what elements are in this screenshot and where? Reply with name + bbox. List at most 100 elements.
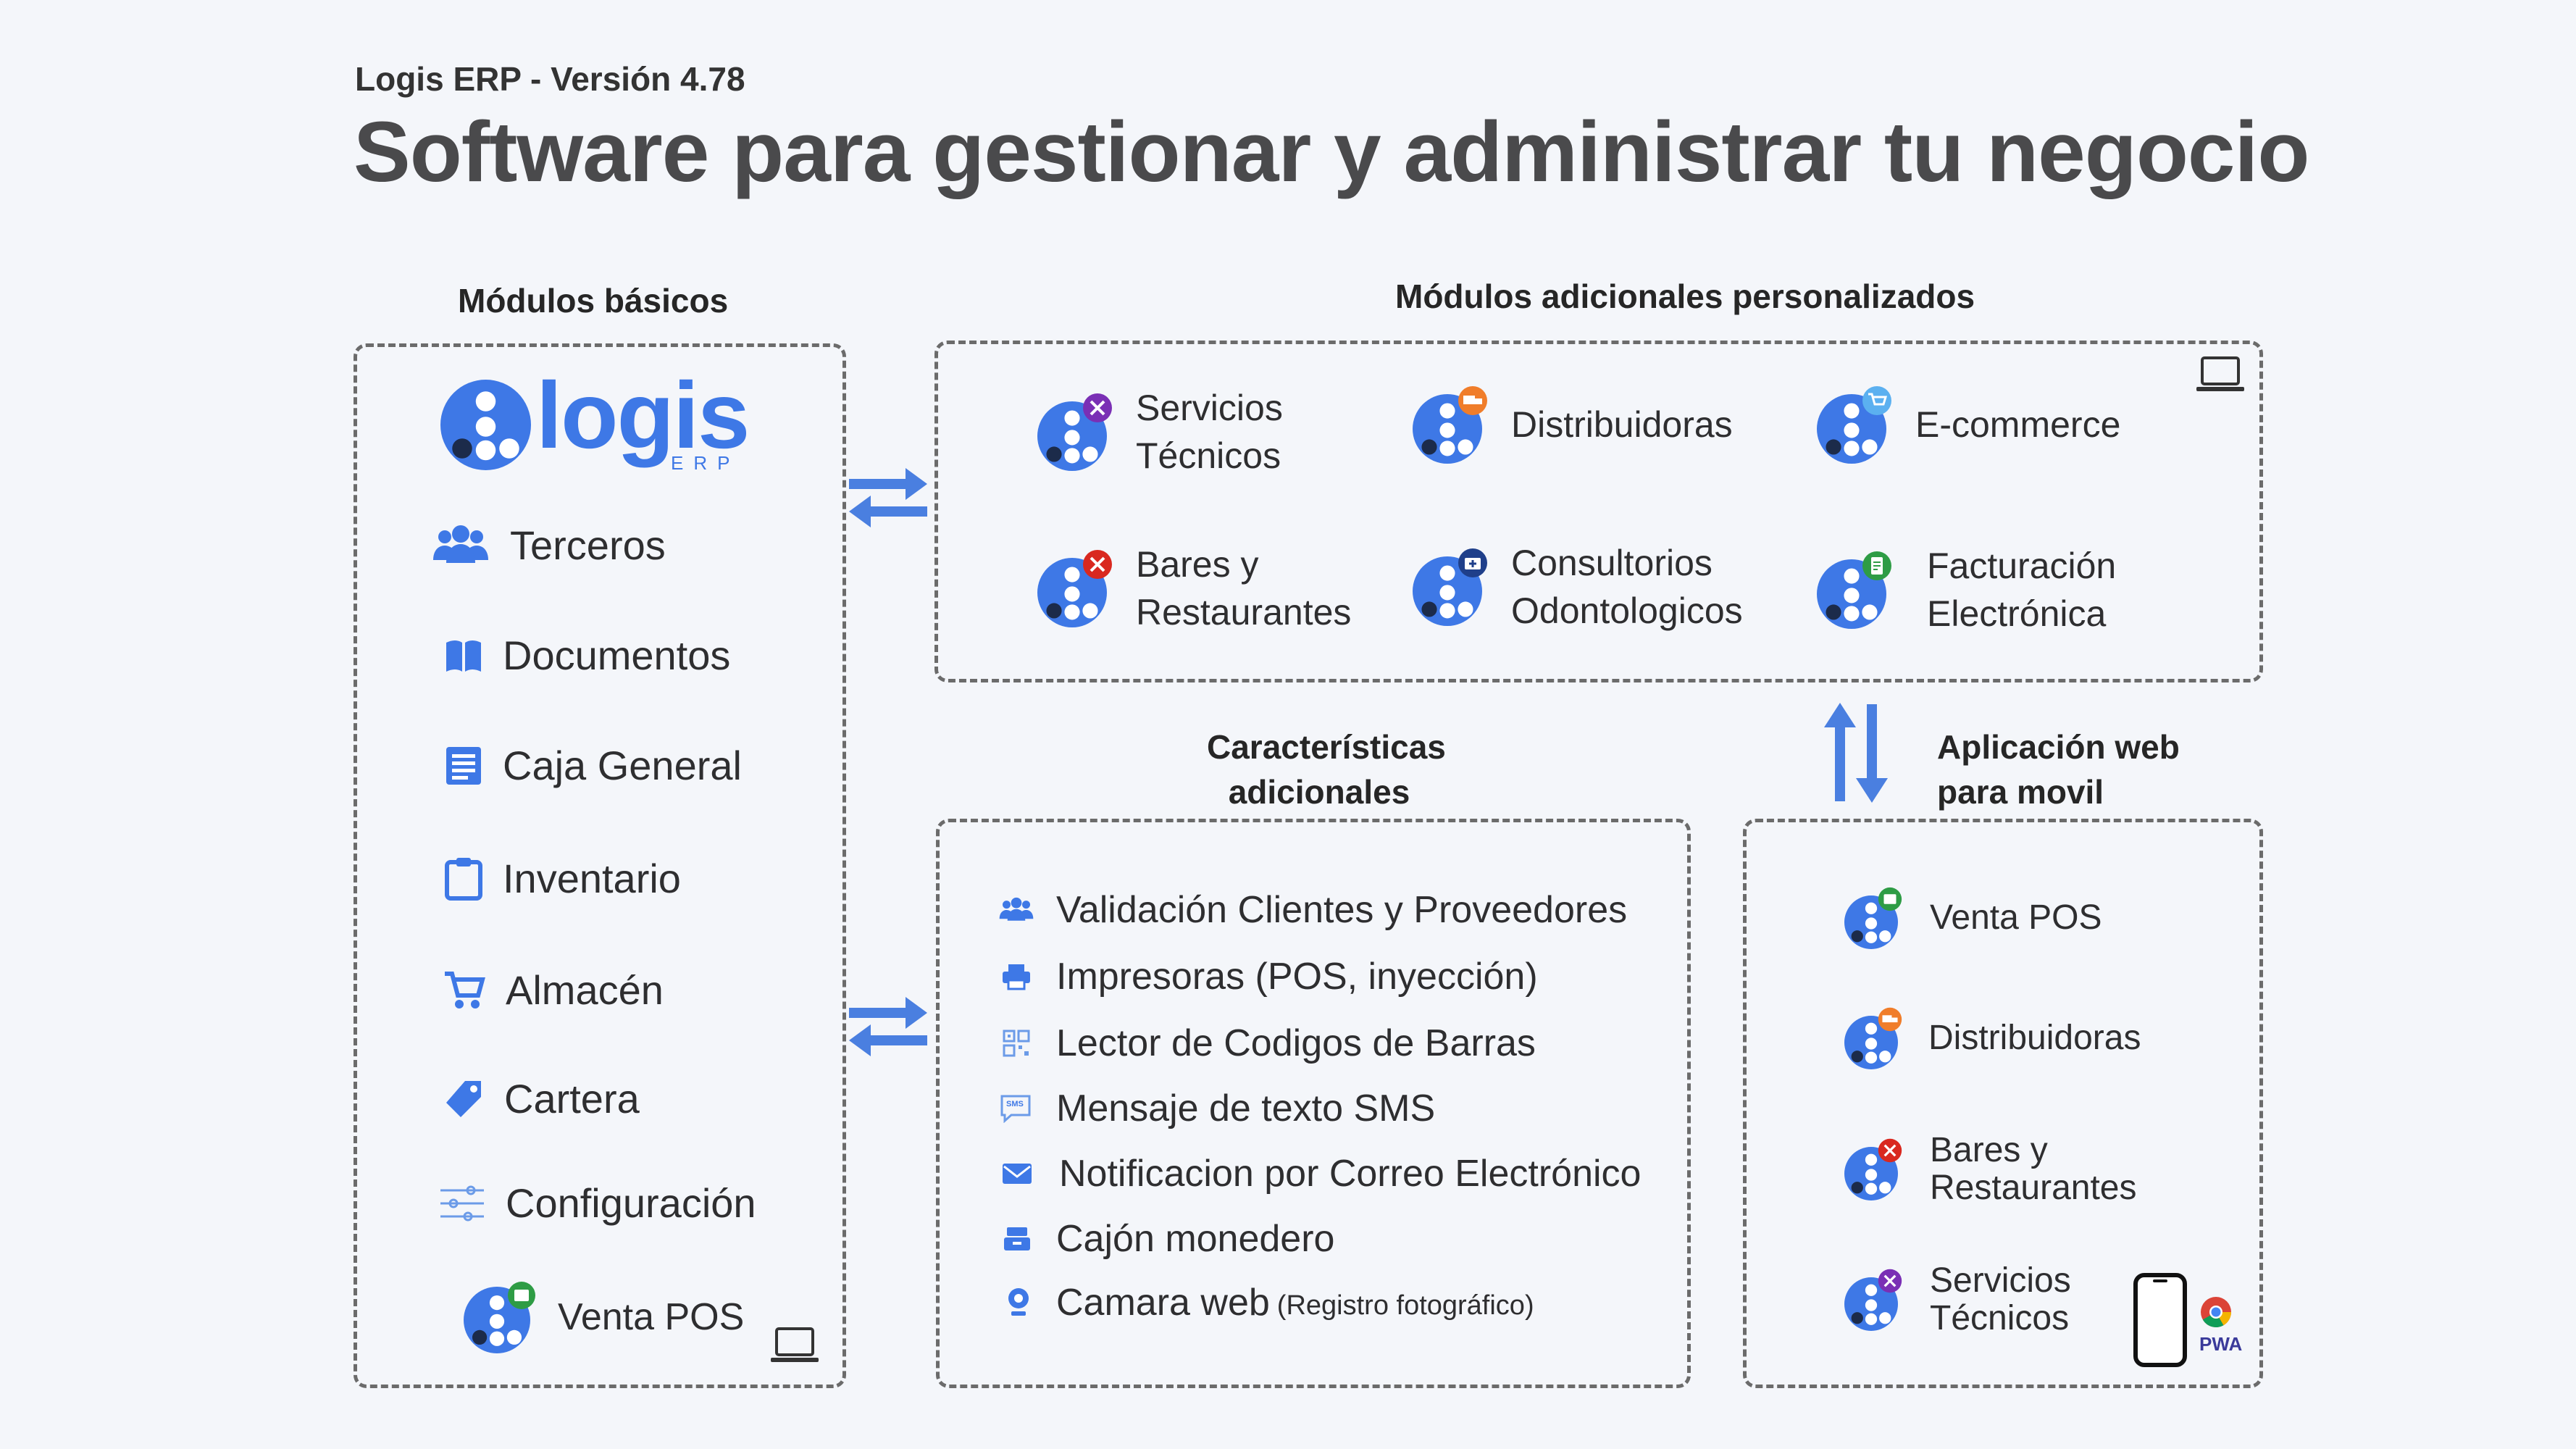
laptop-icon — [771, 1327, 819, 1362]
feature-label: Validación Clientes y Proveedores — [1056, 889, 1628, 931]
feature-label: Notificacion por Correo Electrónico — [1059, 1153, 1642, 1195]
basic-item-almacen[interactable]: Almacén — [443, 966, 664, 1014]
feature-label: Cajón monedero — [1056, 1218, 1335, 1260]
pos-badge-icon — [1878, 887, 1902, 911]
shop-cart-icon — [1862, 386, 1891, 415]
feature-sms[interactable]: SMS Mensaje de texto SMS — [1000, 1087, 1435, 1130]
basic-item-cartera[interactable]: Cartera — [443, 1075, 640, 1122]
cutlery-icon — [1083, 550, 1112, 579]
printer-icon — [1003, 964, 1030, 990]
logis-module-icon — [1844, 1006, 1904, 1071]
sms-icon: SMS — [1000, 1094, 1032, 1123]
mobile-heading-line1: Aplicación web — [1937, 728, 2180, 766]
pwa-label: PWA — [2199, 1333, 2243, 1355]
qr-code-icon — [1003, 1030, 1030, 1057]
logis-logo: logis ERP — [440, 362, 750, 477]
module-line1: Distribuidoras — [1511, 404, 1733, 445]
sms-icon-text: SMS — [1006, 1100, 1024, 1108]
basic-item-label: Inventario — [503, 856, 681, 901]
cutlery-icon — [1878, 1138, 1902, 1163]
basic-item-venta-pos[interactable]: Venta POS — [464, 1281, 744, 1353]
logo-erp: ERP — [671, 452, 740, 474]
logis-module-icon — [1844, 1267, 1904, 1332]
logis-pos-icon — [464, 1281, 536, 1353]
basic-modules-heading: Módulos básicos — [458, 282, 729, 320]
basic-item-label: Cartera — [504, 1076, 640, 1122]
list-icon — [446, 746, 481, 785]
logo-word: logis — [536, 362, 750, 468]
book-icon — [446, 640, 481, 672]
feature-cajon[interactable]: Cajón monedero — [1003, 1217, 1334, 1261]
cash-drawer-icon — [1004, 1227, 1030, 1250]
logis-module-icon — [1844, 885, 1904, 951]
additional-modules-heading: Módulos adicionales personalizados — [1395, 277, 1975, 315]
basic-modules-box — [354, 343, 846, 1388]
module-line1: Facturación — [1927, 546, 2117, 586]
medical-kit-icon — [1458, 548, 1487, 577]
module-line1: Servicios — [1136, 388, 1283, 428]
basic-item-label: Venta POS — [558, 1296, 745, 1338]
basic-item-terceros[interactable]: Terceros — [429, 522, 666, 569]
feature-impresoras[interactable]: Impresoras (POS, inyección) — [1001, 955, 1538, 998]
basic-item-inventario[interactable]: Inventario — [443, 855, 681, 902]
module-line2: Electrónica — [1927, 593, 2107, 634]
features-heading-line1: Características — [1207, 728, 1446, 766]
mobile-line2: Restaurantes — [1930, 1169, 2137, 1207]
feature-camara[interactable]: Camara web (Registro fotográfico) — [1005, 1281, 1534, 1324]
cart-icon — [445, 971, 485, 1009]
webcam-icon — [1008, 1288, 1029, 1316]
mobile-heading: Aplicación web para movil — [1937, 724, 2180, 814]
version-subtitle: Logis ERP - Versión 4.78 — [355, 60, 745, 98]
module-line2: Odontologicos — [1511, 590, 1743, 631]
tools-icon — [1083, 393, 1112, 422]
module-line2: Técnicos — [1136, 435, 1281, 476]
feature-label: Mensaje de texto SMS — [1056, 1087, 1436, 1129]
feature-validacion[interactable]: Validación Clientes y Proveedores — [997, 888, 1627, 932]
basic-item-caja-general[interactable]: Caja General — [443, 742, 742, 789]
feature-label: Impresoras (POS, inyección) — [1056, 956, 1538, 998]
smartphone-icon — [2133, 1273, 2187, 1367]
feature-label: Lector de Codigos de Barras — [1056, 1022, 1536, 1064]
page-title: Software para gestionar y administrar tu… — [354, 104, 2309, 200]
feature-lector-codigos[interactable]: Lector de Codigos de Barras — [1003, 1022, 1536, 1065]
laptop-icon — [2196, 356, 2244, 391]
module-line1: Consultorios — [1511, 543, 1713, 583]
module-distribuidoras[interactable]: Distribuidoras — [1413, 384, 1733, 465]
exchange-arrows-icon — [849, 468, 927, 527]
basic-item-label: Documentos — [503, 632, 731, 678]
basic-item-configuracion[interactable]: Configuración — [439, 1179, 756, 1227]
sliders-icon — [440, 1185, 484, 1221]
feature-correo[interactable]: Notificacion por Correo Electrónico — [1001, 1152, 1641, 1195]
invoice-icon — [1862, 551, 1891, 580]
features-box — [936, 819, 1691, 1388]
features-heading: Características adicionales — [1207, 724, 1446, 814]
mobile-item-venta-pos[interactable]: Venta POS — [1844, 885, 2102, 951]
logis-module-icon — [1413, 384, 1491, 465]
logis-module-icon — [1413, 546, 1491, 627]
truck-icon — [1878, 1007, 1902, 1032]
additional-modules-box — [934, 341, 2263, 682]
logis-module-icon — [1037, 548, 1116, 629]
module-ecommerce[interactable]: E-commerce — [1817, 384, 2120, 465]
mobile-line1: Distribuidoras — [1928, 1019, 2141, 1057]
exchange-arrows-icon — [849, 997, 927, 1056]
chrome-icon — [2201, 1297, 2231, 1328]
logis-module-icon — [1817, 384, 1895, 465]
mobile-line1: Venta POS — [1930, 898, 2102, 937]
truck-icon — [1458, 386, 1487, 415]
features-heading-line2: adicionales — [1228, 773, 1410, 811]
module-line2: Restaurantes — [1136, 592, 1352, 632]
basic-item-label: Terceros — [510, 522, 666, 568]
mobile-line2: Técnicos — [1930, 1299, 2070, 1337]
logis-module-icon — [1844, 1137, 1904, 1202]
basic-item-label: Caja General — [503, 743, 742, 788]
basic-item-documentos[interactable]: Documentos — [443, 632, 730, 679]
mobile-heading-line2: para movil — [1937, 773, 2104, 811]
mobile-item-distribuidoras[interactable]: Distribuidoras — [1844, 1006, 2141, 1071]
